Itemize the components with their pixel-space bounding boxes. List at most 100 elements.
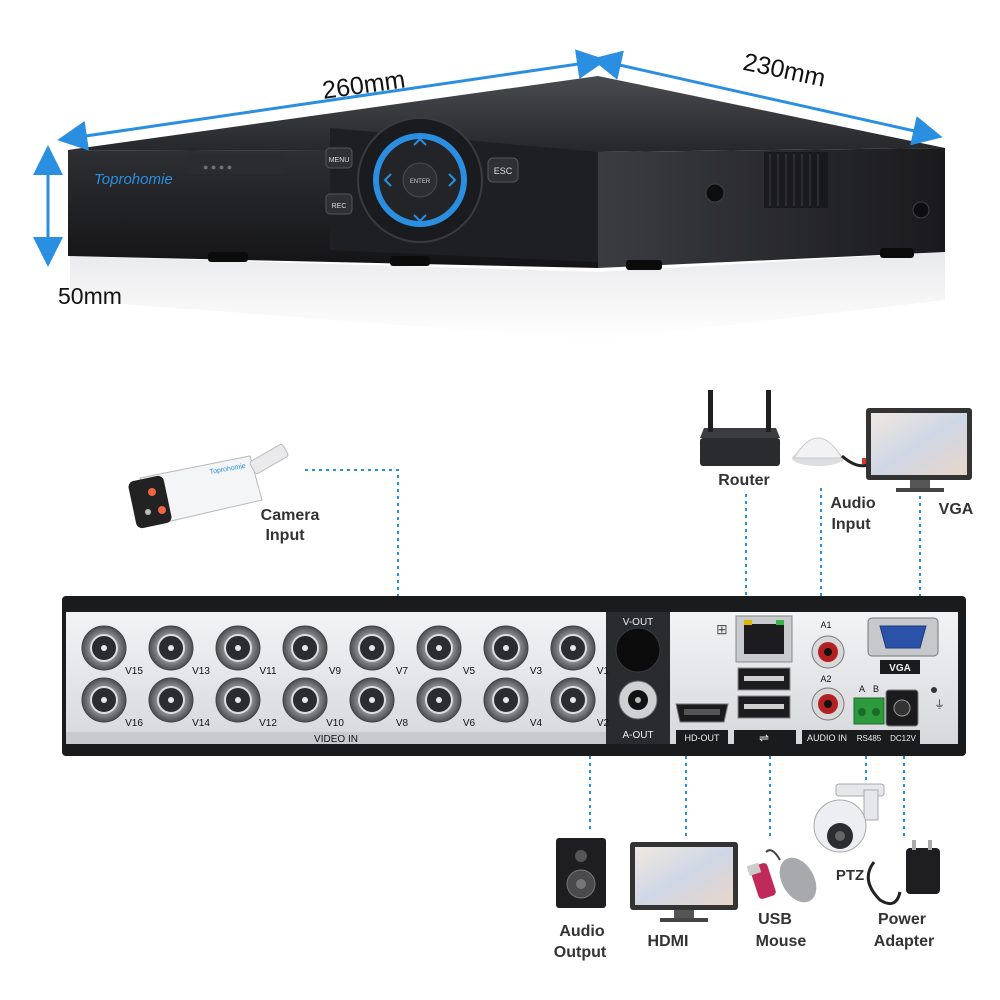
power-adapter-image <box>866 840 940 906</box>
bnc-label-v9: V9 <box>329 666 342 677</box>
bnc-label-v16: V16 <box>125 718 143 729</box>
bnc-label-v11: V11 <box>259 666 276 677</box>
usb-mouse-label-line1: USB <box>758 911 792 928</box>
vga-label: VGA <box>939 501 974 518</box>
bnc-port-v4[interactable] <box>483 677 529 723</box>
bnc-label-v13: V13 <box>192 666 210 677</box>
v-out-port[interactable] <box>615 627 661 673</box>
a2-label: A2 <box>820 674 831 684</box>
bnc-port-v1[interactable] <box>550 625 596 671</box>
front-brand-label: Toprohomie <box>94 171 173 188</box>
bnc-label-v15: V15 <box>125 666 143 677</box>
a-out-label: A-OUT <box>622 730 653 741</box>
bnc-port-v9[interactable] <box>282 625 328 671</box>
camera-image: Toprohomie <box>128 444 289 529</box>
network-icon: ⊞ <box>716 621 728 637</box>
hd-out-label: HD-OUT <box>685 733 720 743</box>
bnc-label-v7: V7 <box>396 666 409 677</box>
ptz-label: PTZ <box>836 867 864 884</box>
menu-button-label: MENU <box>329 157 350 164</box>
audio-input-label-line1: Audio <box>830 495 876 512</box>
bnc-label-v3: V3 <box>530 666 543 677</box>
down-arrow-icon <box>413 214 427 223</box>
video-in-label: VIDEO IN <box>314 734 358 745</box>
usb-mouse-image <box>746 849 817 903</box>
bnc-label-v4: V4 <box>530 718 543 729</box>
camera-input-label-line1: Camera <box>261 507 320 524</box>
right-arrow-icon <box>448 173 457 187</box>
bnc-label-v14: V14 <box>192 718 210 729</box>
speaker-image <box>556 838 606 908</box>
usb-mouse-label-line2: Mouse <box>756 933 807 950</box>
navigation-dpad[interactable]: ENTER <box>357 117 483 243</box>
bnc-port-v5[interactable] <box>416 625 462 671</box>
rec-button[interactable]: REC <box>325 193 353 215</box>
esc-button-label: ESC <box>494 166 513 176</box>
rs485-terminal[interactable] <box>853 697 885 725</box>
vga-port[interactable] <box>867 617 939 657</box>
bnc-label-v12: V12 <box>259 718 277 729</box>
audio-input-label-line2: Input <box>831 516 871 533</box>
rs485-a-label: A <box>859 684 865 694</box>
bnc-port-v11[interactable] <box>215 625 261 671</box>
camera-connector-line <box>305 469 399 596</box>
bnc-port-v13[interactable] <box>148 625 194 671</box>
bnc-port-v7[interactable] <box>349 625 395 671</box>
router-image <box>700 390 780 466</box>
usb-icon: ⇌ <box>759 731 769 745</box>
vga-monitor-image <box>866 408 972 492</box>
audio-input-image <box>792 437 872 468</box>
bnc-port-v2[interactable] <box>550 677 596 723</box>
a-out-port[interactable] <box>618 680 658 720</box>
audio-output-label-line2: Output <box>554 944 607 961</box>
audio-output-label-line1: Audio <box>559 923 605 940</box>
v-out-label: V-OUT <box>623 617 654 628</box>
lan-port[interactable] <box>735 615 793 663</box>
ptz-camera-image <box>813 783 885 853</box>
usb-port-1[interactable] <box>737 667 791 691</box>
hdmi-label: HDMI <box>648 933 689 950</box>
bnc-port-v15[interactable] <box>81 625 127 671</box>
hdmi-port[interactable] <box>675 703 729 723</box>
bnc-port-v14[interactable] <box>148 677 194 723</box>
dvr-3d-view: ● ● ● ● Toprohomie MENU REC ESC ENTER <box>68 76 945 340</box>
bnc-port-v6[interactable] <box>416 677 462 723</box>
ground-icon: ⏚ <box>934 698 945 711</box>
svg-text:● ● ● ●: ● ● ● ● <box>203 162 232 172</box>
camera-input-label-line2: Input <box>265 527 305 544</box>
dimension-arrows <box>33 49 943 267</box>
audio-in-a2-port[interactable] <box>811 687 845 721</box>
rs485-label: RS485 <box>857 734 882 743</box>
a1-label: A1 <box>820 620 831 630</box>
bnc-port-v16[interactable] <box>81 677 127 723</box>
rs485-b-label: B <box>873 684 879 694</box>
bnc-label-v6: V6 <box>463 718 476 729</box>
depth-dimension-label: 230mm <box>741 48 828 93</box>
power-adapter-label-line2: Adapter <box>874 933 934 950</box>
bnc-label-v2: V2 <box>597 718 610 729</box>
bnc-label-v5: V5 <box>463 666 476 677</box>
bnc-label-v8: V8 <box>396 718 409 729</box>
enter-button-label: ENTER <box>410 179 431 185</box>
audio-in-label: AUDIO IN <box>807 733 847 743</box>
rec-button-label: REC <box>332 203 347 210</box>
length-dimension-label: 260mm <box>321 65 407 104</box>
power-adapter-label-line1: Power <box>878 911 926 928</box>
usb-port-2[interactable] <box>737 695 791 719</box>
height-dimension-label: 50mm <box>58 283 122 309</box>
bnc-port-v12[interactable] <box>215 677 261 723</box>
bnc-label-v1: V1 <box>597 666 610 677</box>
menu-button[interactable]: MENU <box>325 147 353 169</box>
bnc-port-v8[interactable] <box>349 677 395 723</box>
left-arrow-icon <box>383 173 392 187</box>
front-display <box>188 154 284 174</box>
bnc-port-v10[interactable] <box>282 677 328 723</box>
dc12v-power-port[interactable] <box>885 689 919 727</box>
esc-button[interactable]: ESC <box>487 157 519 183</box>
bnc-port-v3[interactable] <box>483 625 529 671</box>
router-label: Router <box>718 472 770 489</box>
vga-port-label: VGA <box>889 663 911 674</box>
audio-in-a1-port[interactable] <box>811 635 845 669</box>
